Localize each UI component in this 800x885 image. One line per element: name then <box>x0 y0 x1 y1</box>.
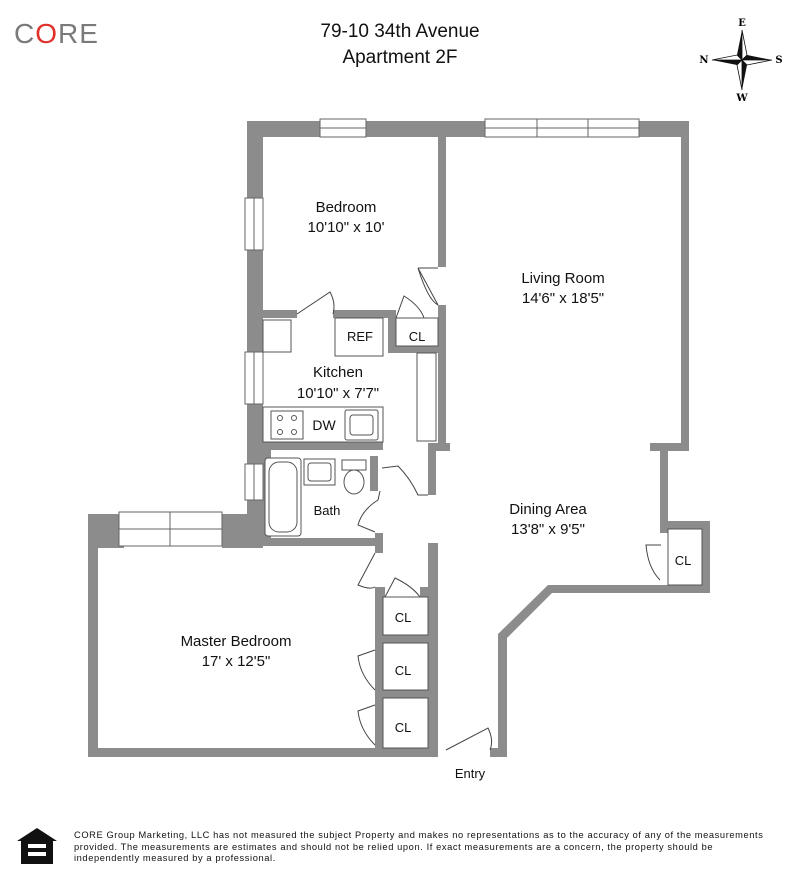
living-room-name: Living Room <box>521 270 604 287</box>
master-bedroom-size: 17' x 12'5" <box>202 653 271 670</box>
ref-label: REF <box>347 329 373 344</box>
windows <box>118 118 640 547</box>
bath-name: Bath <box>314 503 341 518</box>
address-line: 79-10 34th Avenue <box>320 21 480 42</box>
listing-title: 79-10 34th Avenue Apartment 2F <box>0 19 800 71</box>
dw-label: DW <box>312 417 336 433</box>
kitchen-name: Kitchen <box>313 364 363 381</box>
toilet-tank <box>341 459 367 471</box>
toilet-bowl <box>343 469 365 495</box>
master-bedroom-name: Master Bedroom <box>181 633 292 650</box>
logo-letters-re: RE <box>58 18 99 49</box>
logo-letter-o: O <box>35 18 59 49</box>
entry-label: Entry <box>455 766 486 781</box>
bath-fixtures <box>264 457 367 537</box>
living-room-size: 14'6" x 18'5" <box>522 290 604 307</box>
compass-w: W <box>735 93 748 104</box>
bedroom-name: Bedroom <box>316 199 377 216</box>
compass-s: S <box>775 55 782 66</box>
closet-dining-label: CL <box>675 553 692 568</box>
dining-area-size: 13'8" x 9'5" <box>511 521 585 538</box>
closet-bedroom-label: CL <box>409 329 426 344</box>
kitchen-fixtures <box>262 317 437 443</box>
bedroom-size: 10'10" x 10' <box>308 219 385 236</box>
doors <box>296 267 661 751</box>
compass-e: E <box>738 18 746 29</box>
closet-2-label: CL <box>395 663 412 678</box>
kitchen-size: 10'10" x 7'7" <box>297 385 379 402</box>
compass-n: N <box>699 55 708 66</box>
refrigerator <box>334 317 384 357</box>
dining-area-name: Dining Area <box>509 501 587 518</box>
logo-letter-c: C <box>14 18 36 49</box>
closet-1-label: CL <box>395 610 412 625</box>
compass-rose-icon: E N S W <box>699 18 782 104</box>
disclaimer-text: CORE Group Marketing, LLC has not measur… <box>74 830 764 864</box>
equal-housing-opportunity-icon <box>17 828 57 864</box>
unit-line: Apartment 2F <box>342 47 458 68</box>
closet-3-label: CL <box>395 720 412 735</box>
walls <box>88 121 710 757</box>
core-logo: CORE <box>14 18 99 50</box>
closets <box>382 317 703 749</box>
